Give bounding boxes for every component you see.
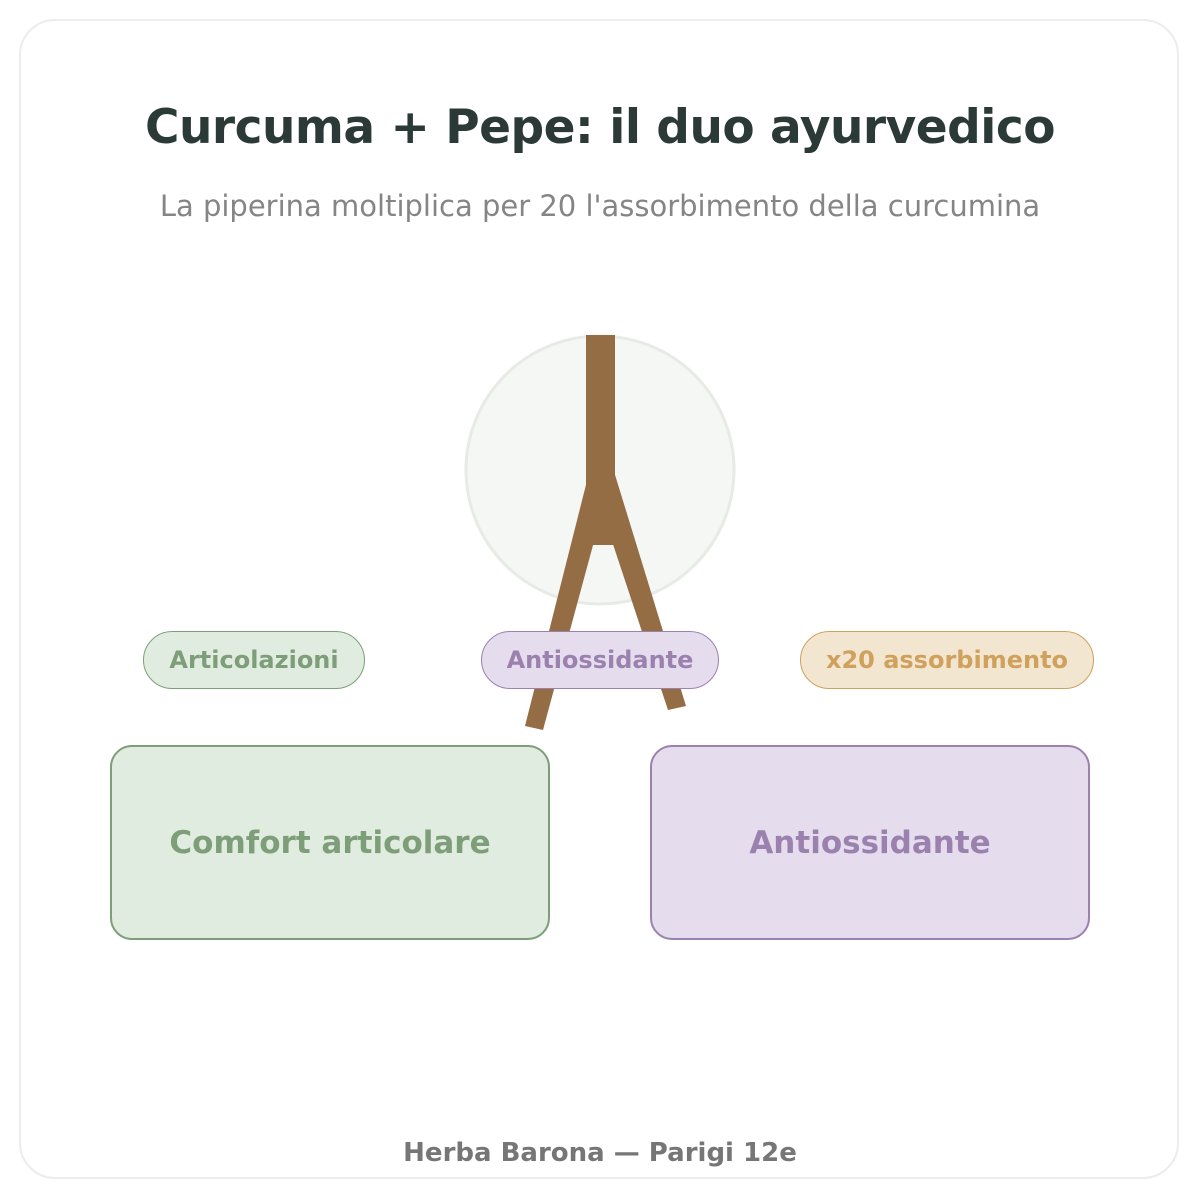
box-antiossidante: Antiossidante xyxy=(650,745,1090,940)
pill-antiossidante: Antiossidante xyxy=(481,631,719,689)
page-title: Curcuma + Pepe: il duo ayurvedico xyxy=(144,100,1056,155)
page-subtitle: La piperina moltiplica per 20 l'assorbim… xyxy=(159,189,1041,223)
pill-articolazioni: Articolazioni xyxy=(143,631,365,689)
footer-credit: Herba Barona — Parigi 12e xyxy=(403,1138,797,1168)
box-comfort-articolare: Comfort articolare xyxy=(110,745,550,940)
pill-assorbimento: x20 assorbimento xyxy=(800,631,1094,689)
